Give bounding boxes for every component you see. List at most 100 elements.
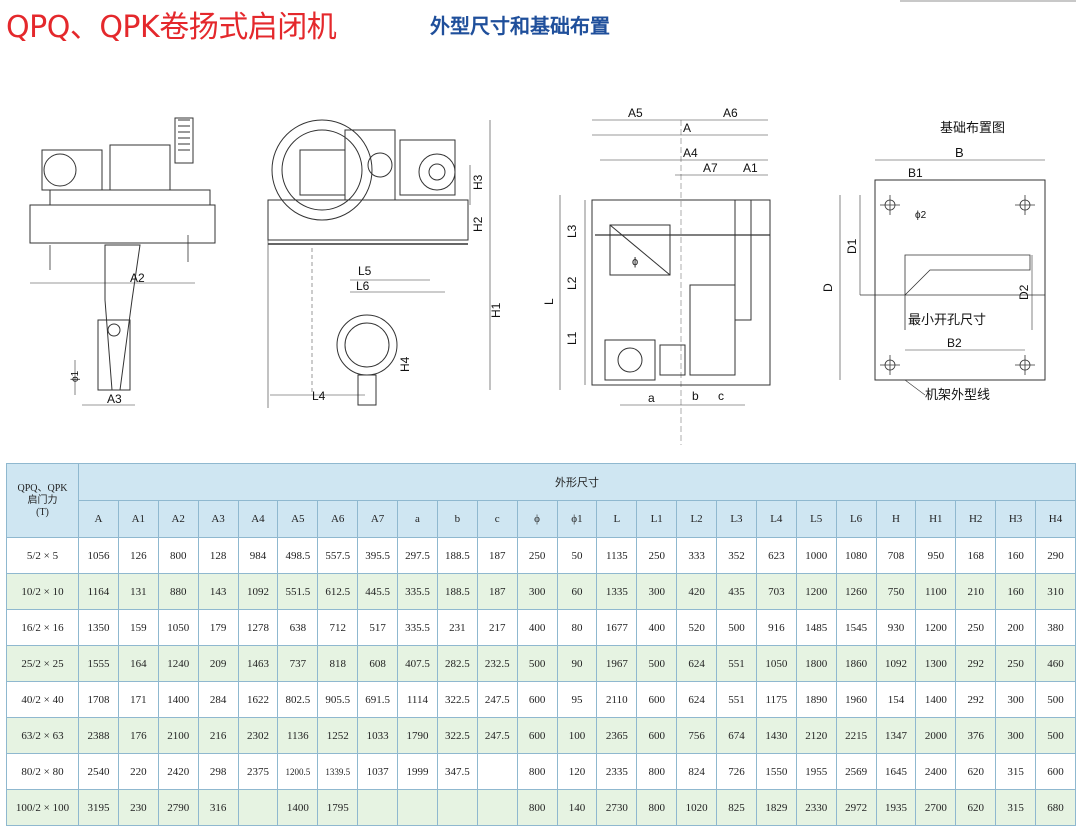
table-cell: 131 [117,573,159,610]
technical-drawings: A2 A3 ϕ1 L5 L6 L4 H3 H2 H1 H4 A5 A6 A A4… [29,106,1046,445]
table-cell: 1795 [317,789,359,826]
label-B: B [955,145,964,160]
column-header: A2 [157,500,199,538]
label-A1: A1 [743,161,758,175]
table-cell: 188.5 [436,573,478,610]
table-cell: 802.5 [277,681,319,718]
front-view-drawing [267,119,491,408]
table-cell: 395.5 [357,537,398,574]
table-cell: 737 [277,645,319,682]
table-cell: 1485 [795,609,837,646]
table-cell: 2388 [78,717,119,754]
table-cell: 500 [1035,717,1076,754]
column-header: b [436,500,478,538]
table-cell: 250 [955,609,997,646]
column-header: L2 [676,500,717,538]
table-cell: 2335 [596,753,638,790]
table-cell: 2790 [157,789,199,826]
table-cell: 420 [676,573,717,610]
label-A: A [683,121,691,135]
table-cell: 188.5 [436,537,478,574]
column-header: L5 [795,500,837,538]
table-cell: 232.5 [476,645,518,682]
table-cell: 1550 [755,753,797,790]
column-header: c [476,500,518,538]
table-cell: 712 [317,609,359,646]
table-cell: 800 [636,753,678,790]
table-cell: 1200 [915,609,957,646]
label-D2: D2 [1017,284,1031,300]
table-cell: 1545 [835,609,877,646]
table-cell: 620 [955,789,997,826]
label-B1: B1 [908,166,923,180]
table-cell: 140 [556,789,598,826]
table-cell: 210 [955,573,997,610]
table-cell: 1555 [78,645,119,682]
table-cell: 1114 [397,681,438,718]
table-cell: 612.5 [317,573,359,610]
table-cell: 624 [676,645,717,682]
table-cell: 1430 [755,717,797,754]
row-label: 16/2 × 16 [6,609,79,646]
table-cell: 1100 [915,573,957,610]
column-header: a [397,500,438,538]
table-cell: 1335 [596,573,638,610]
table-cell: 80 [556,609,598,646]
table-cell: 800 [157,537,199,574]
table-cell: 460 [1035,645,1076,682]
table-cell: 600 [516,681,558,718]
column-header: H [875,500,917,538]
table-cell: 171 [117,681,159,718]
table-cell: 1136 [277,717,319,754]
table-cell: 557.5 [317,537,359,574]
label-L4: L4 [312,389,326,403]
table-cell: 1400 [915,681,957,718]
table-cell: 300 [516,573,558,610]
table-cell: 95 [556,681,598,718]
table-cell: 623 [755,537,797,574]
table-cell: 187 [476,537,518,574]
column-header: L3 [716,500,757,538]
table-cell: 250 [636,537,678,574]
page-subtitle: 外型尺寸和基础布置 [430,14,610,38]
column-header: H1 [915,500,957,538]
table-cell [357,789,398,826]
table-cell: 825 [716,789,757,826]
column-header: A7 [357,500,398,538]
table-cell: 333 [676,537,717,574]
table-cell: 300 [636,573,678,610]
table-cell: 600 [516,717,558,754]
label-B2: B2 [947,336,962,350]
table-cell: 2365 [596,717,638,754]
table-cell: 1347 [875,717,917,754]
label-A7: A7 [703,161,718,175]
table-cell: 335.5 [397,573,438,610]
table-cell: 2540 [78,753,119,790]
row-label: 5/2 × 5 [6,537,79,574]
table-cell: 168 [955,537,997,574]
table-cell: 298 [197,753,239,790]
table-cell: 1278 [237,609,279,646]
table-cell: 376 [955,717,997,754]
table-cell: 600 [1035,753,1076,790]
table-cell: 2000 [915,717,957,754]
table-cell: 90 [556,645,598,682]
table-cell [397,789,438,826]
column-header: H4 [1035,500,1076,538]
min-opening-label: 最小开孔尺寸 [908,313,986,328]
table-cell: 1037 [357,753,398,790]
table-cell: 1400 [277,789,319,826]
table-cell: 322.5 [436,717,478,754]
table-cell: 179 [197,609,239,646]
table-cell: 128 [197,537,239,574]
label-A5: A5 [628,106,643,120]
table-cell: 315 [995,753,1036,790]
table-group-header: 外形尺寸 [78,463,1076,501]
label-A4: A4 [683,146,698,160]
table-cell: 2120 [795,717,837,754]
label-phi: ϕ [632,256,638,268]
